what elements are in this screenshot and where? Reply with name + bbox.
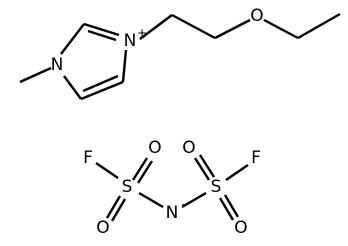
atom-o-ether: O — [250, 6, 263, 26]
bond-s-o-left-top-2 — [136, 160, 154, 184]
bond-s-o-left-bottom — [105, 195, 122, 219]
atom-f-right: F — [251, 148, 261, 168]
bond-f-s-left — [95, 162, 119, 179]
bond-c5-n1 — [63, 75, 82, 100]
atom-o-left-top: O — [148, 138, 161, 158]
bond-n1-c2 — [60, 23, 85, 55]
bond-n-s-right — [181, 191, 207, 209]
anion-bonds — [95, 154, 249, 222]
bond-s-o-left-bottom-2 — [110, 198, 127, 222]
bond-ch2-ch3 — [297, 12, 341, 40]
bond-methyl-n1 — [19, 66, 52, 84]
cation-bonds — [19, 12, 341, 101]
atom-n-imide: N — [166, 203, 179, 223]
bond-n3-ch2 — [139, 14, 173, 40]
atom-o-left-bottom: O — [96, 218, 109, 238]
bond-s-o-right-bottom-2 — [223, 194, 240, 218]
bond-s-o-left-top — [131, 157, 149, 181]
bond-s-f-right — [225, 164, 249, 181]
atom-o-right-bottom: O — [234, 218, 247, 238]
bond-c4-c5-inner — [82, 74, 119, 93]
atom-o-right-top: O — [182, 138, 195, 158]
atom-s-left: S — [122, 177, 133, 197]
bond-o-ch2 — [263, 18, 299, 40]
bond-ch2-o — [214, 18, 251, 40]
charge-n3: + — [137, 26, 147, 40]
atom-n1: N — [51, 55, 64, 75]
bond-c2-n3 — [83, 22, 120, 37]
bond-s-o-right-top — [193, 157, 211, 181]
atom-f-left: F — [83, 148, 93, 168]
bond-n3-c4 — [121, 49, 128, 83]
cation-atoms: N N + O — [51, 6, 264, 75]
anion-atoms: F S O O N - S O O F — [83, 138, 261, 238]
atom-s-right: S — [211, 177, 222, 197]
bond-s-o-right-top-2 — [198, 154, 216, 178]
bond-s-o-right-bottom — [218, 197, 235, 221]
bond-c4-c5 — [80, 80, 124, 101]
bond-s-n-left — [138, 191, 164, 209]
atom-n3: N — [124, 31, 137, 51]
bond-c2-n3-inner — [87, 29, 117, 42]
bond-ch2-ch2 — [171, 13, 216, 40]
charge-n-imide: - — [182, 197, 186, 211]
